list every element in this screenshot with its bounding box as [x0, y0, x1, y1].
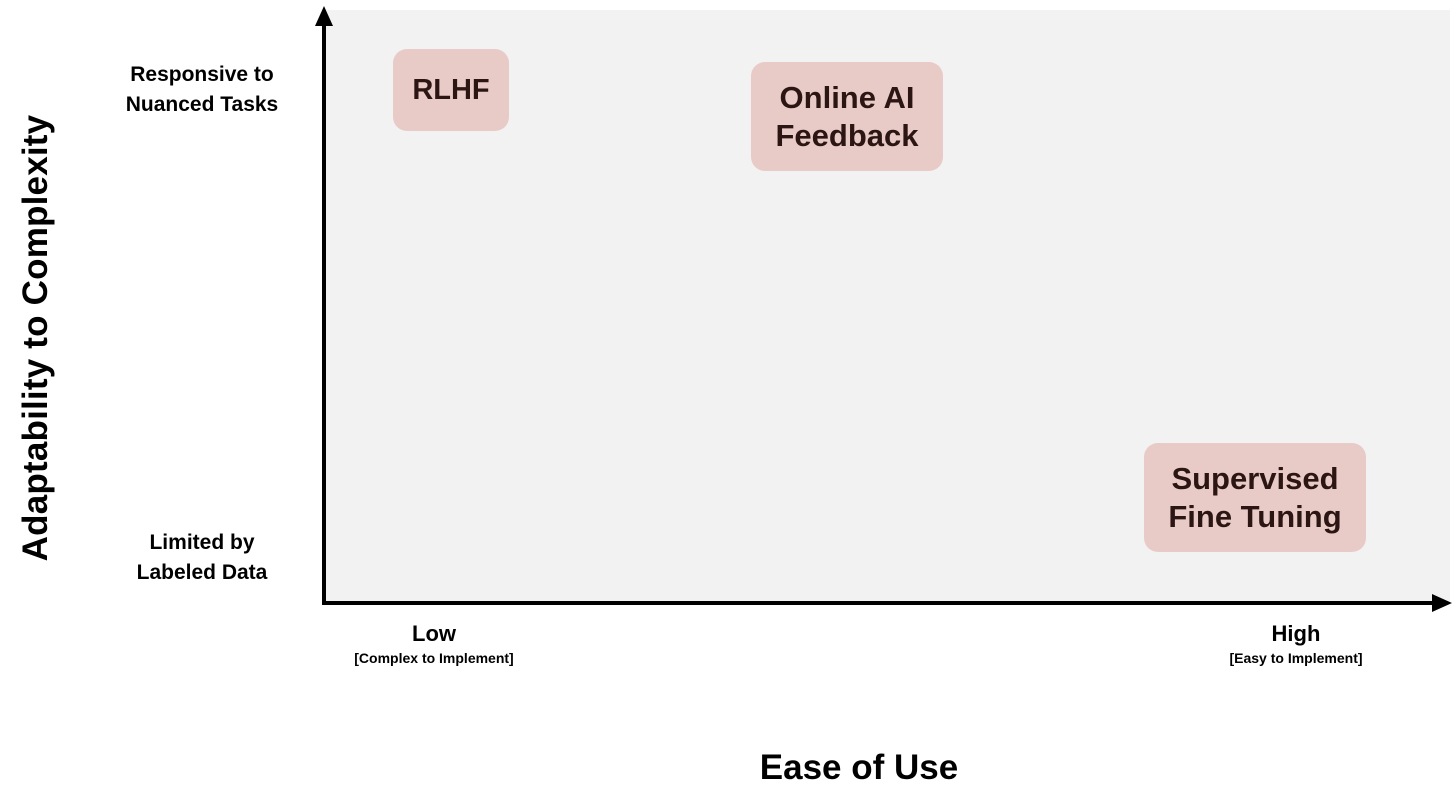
x-tick-low: Low [Complex to Implement]	[284, 620, 584, 667]
y-tick-high: Responsive to Nuanced Tasks	[125, 63, 279, 116]
x-axis-title: Ease of Use	[759, 748, 959, 787]
y-axis-arrowhead	[315, 6, 333, 26]
x-tick-high: High [Easy to Implement]	[1146, 620, 1446, 667]
x-tick-low-label: Low	[412, 621, 456, 646]
method-box-online-ai-feedback: Online AI Feedback	[751, 62, 943, 171]
y-tick-low: Limited by Labeled Data	[136, 531, 268, 584]
x-tick-high-label: High	[1271, 621, 1321, 646]
x-tick-high-sublabel: [Easy to Implement]	[1229, 650, 1363, 666]
x-axis-arrowhead	[1432, 594, 1452, 612]
x-tick-low-sublabel: [Complex to Implement]	[354, 650, 514, 666]
method-box-rlhf: RLHF	[393, 49, 509, 131]
y-axis-title: Adaptability to Complexity	[16, 114, 55, 562]
method-box-supervised-fine-tuning: Supervised Fine Tuning	[1144, 443, 1366, 552]
